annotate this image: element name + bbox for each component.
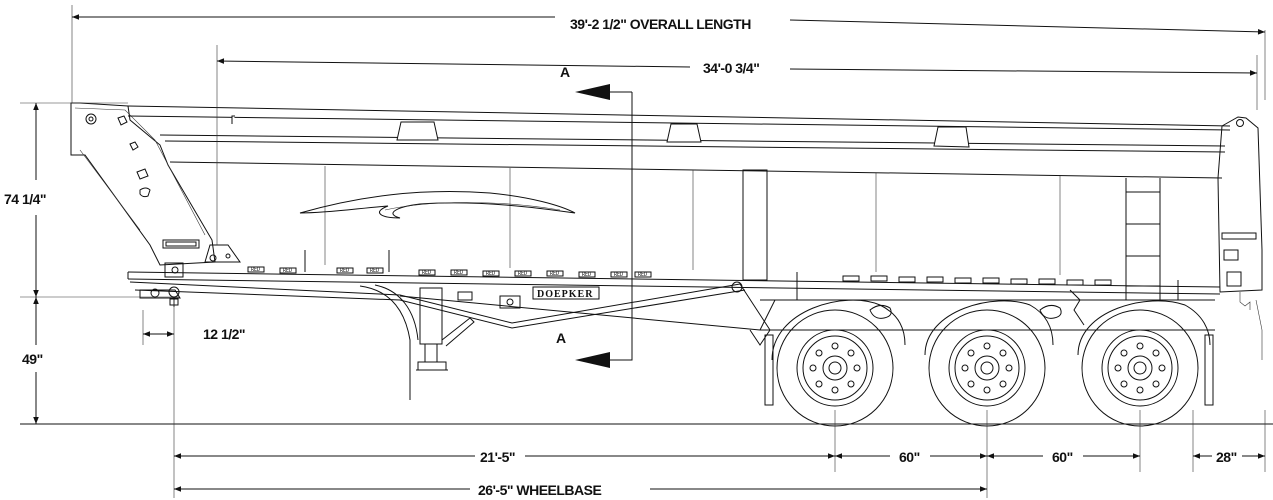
dimension-lines [20,5,1266,498]
reflector-label: RED [251,267,260,273]
lower-height-label: 49" [22,351,43,367]
reflector-strips: RED RED RED RED RED RED RED RED RED RED … [247,266,1112,286]
kingpin-offset-label: 12 1/2" [203,326,245,342]
section-cut-a: A A [556,64,633,368]
wheel-axle-2 [924,300,1054,427]
reflector-label: RED [370,268,379,274]
section-mark-bottom: A [556,330,566,346]
dimension-labels: 39'-2 1/2" OVERALL LENGTH 34'-0 3/4" 74 … [4,16,1237,498]
mud-flaps [764,334,1214,406]
reflector-label: RED [340,268,349,274]
reflector-label: RED [614,272,623,278]
rear-overhang-label: 28" [1216,449,1237,465]
reflector-label: RED [638,272,647,278]
reflector-label: RED [518,271,527,277]
chassis-frame: DOEPKER [129,281,1215,400]
trailer-body [70,102,1263,360]
reflector-label: RED [550,271,559,277]
reflector-label: RED [283,268,292,274]
wheel-axle-3 [1077,300,1211,427]
landing-gear [416,287,521,371]
reflector-label: RED [454,270,463,276]
reflector-label: RED [422,270,431,276]
brand-nameplate: DOEPKER [537,289,593,300]
wheelbase-label: 26'-5" WHEELBASE [478,482,601,498]
upper-height-label: 74 1/4" [4,191,46,207]
ladder [1125,178,1161,300]
wheel-axle-1 [771,299,906,427]
axle-spacing-2-label: 60" [1052,449,1073,465]
axle-spacing-1-label: 60" [899,449,920,465]
kingpin-to-axle-label: 21'-5" [480,449,515,465]
overall-length-label: 39'-2 1/2" OVERALL LENGTH [570,16,751,32]
reflector-label: RED [582,272,591,278]
section-mark-top: A [560,64,570,80]
lower-rail: RED RED RED RED RED RED RED RED RED RED … [127,244,1221,300]
body-length-label: 34'-0 3/4" [703,60,759,76]
reflector-label: RED [486,271,495,277]
